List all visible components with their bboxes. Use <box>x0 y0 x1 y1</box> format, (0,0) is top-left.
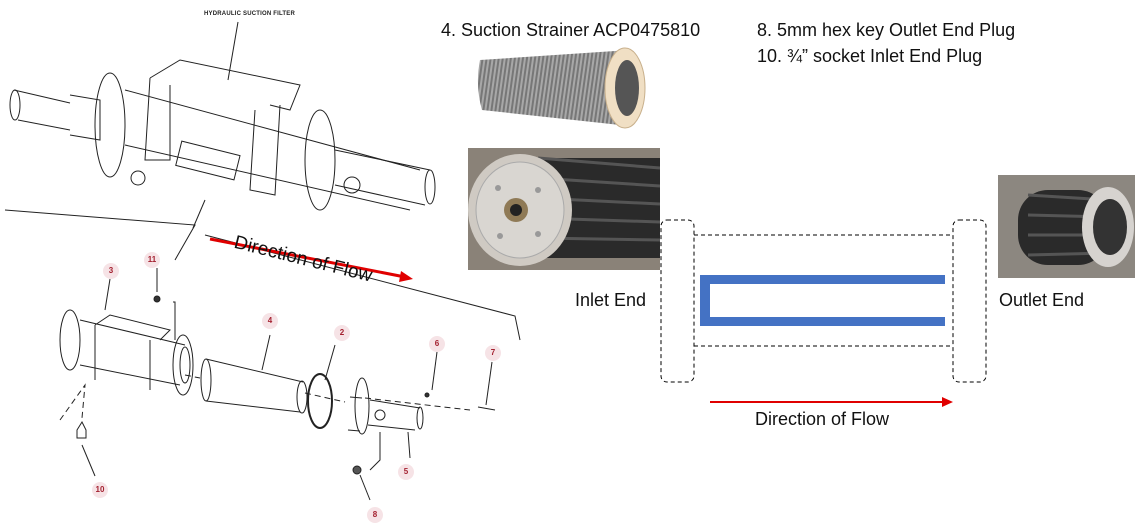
exploded-view-drawing <box>59 268 496 501</box>
part-number-badge: 3 <box>103 263 119 279</box>
callout-line-left <box>4 209 196 261</box>
part-number-badge: 8 <box>367 507 383 523</box>
flow-label-schematic: Direction of Flow <box>755 409 890 429</box>
flow-arrow-schematic <box>710 397 953 407</box>
inlet-end-photo <box>468 148 660 270</box>
note-inlet-plug: 10. ¾” socket Inlet End Plug <box>757 46 983 66</box>
part-number-badge: 6 <box>429 336 445 352</box>
housing-schematic <box>660 219 987 383</box>
assembled-filter-drawing <box>9 21 436 229</box>
strainer-photo <box>470 40 660 132</box>
inlet-end-cap <box>660 219 695 383</box>
note-outlet-plug: 8. 5mm hex key Outlet End Plug <box>757 20 1016 40</box>
outlet-end-photo <box>998 175 1135 278</box>
part-number-badge: 7 <box>485 345 501 361</box>
part-number-badge: 2 <box>334 325 350 341</box>
part-number-badge: 5 <box>398 464 414 480</box>
flow-arrow-drawing <box>209 237 413 282</box>
part-number-badge: 10 <box>92 482 108 498</box>
note-strainer: 4. Suction Strainer ACP0475810 <box>441 20 701 40</box>
inlet-end-label: Inlet End <box>575 290 647 310</box>
strainer-element-schematic <box>700 275 945 326</box>
drawing-title: HYDRAULIC SUCTION FILTER <box>204 11 296 17</box>
part-number-badge: 4 <box>262 313 278 329</box>
outlet-end-cap <box>952 219 987 383</box>
part-number-badge: 11 <box>144 252 160 268</box>
outlet-end-label: Outlet End <box>999 290 1085 310</box>
callout-line-right <box>204 234 521 341</box>
